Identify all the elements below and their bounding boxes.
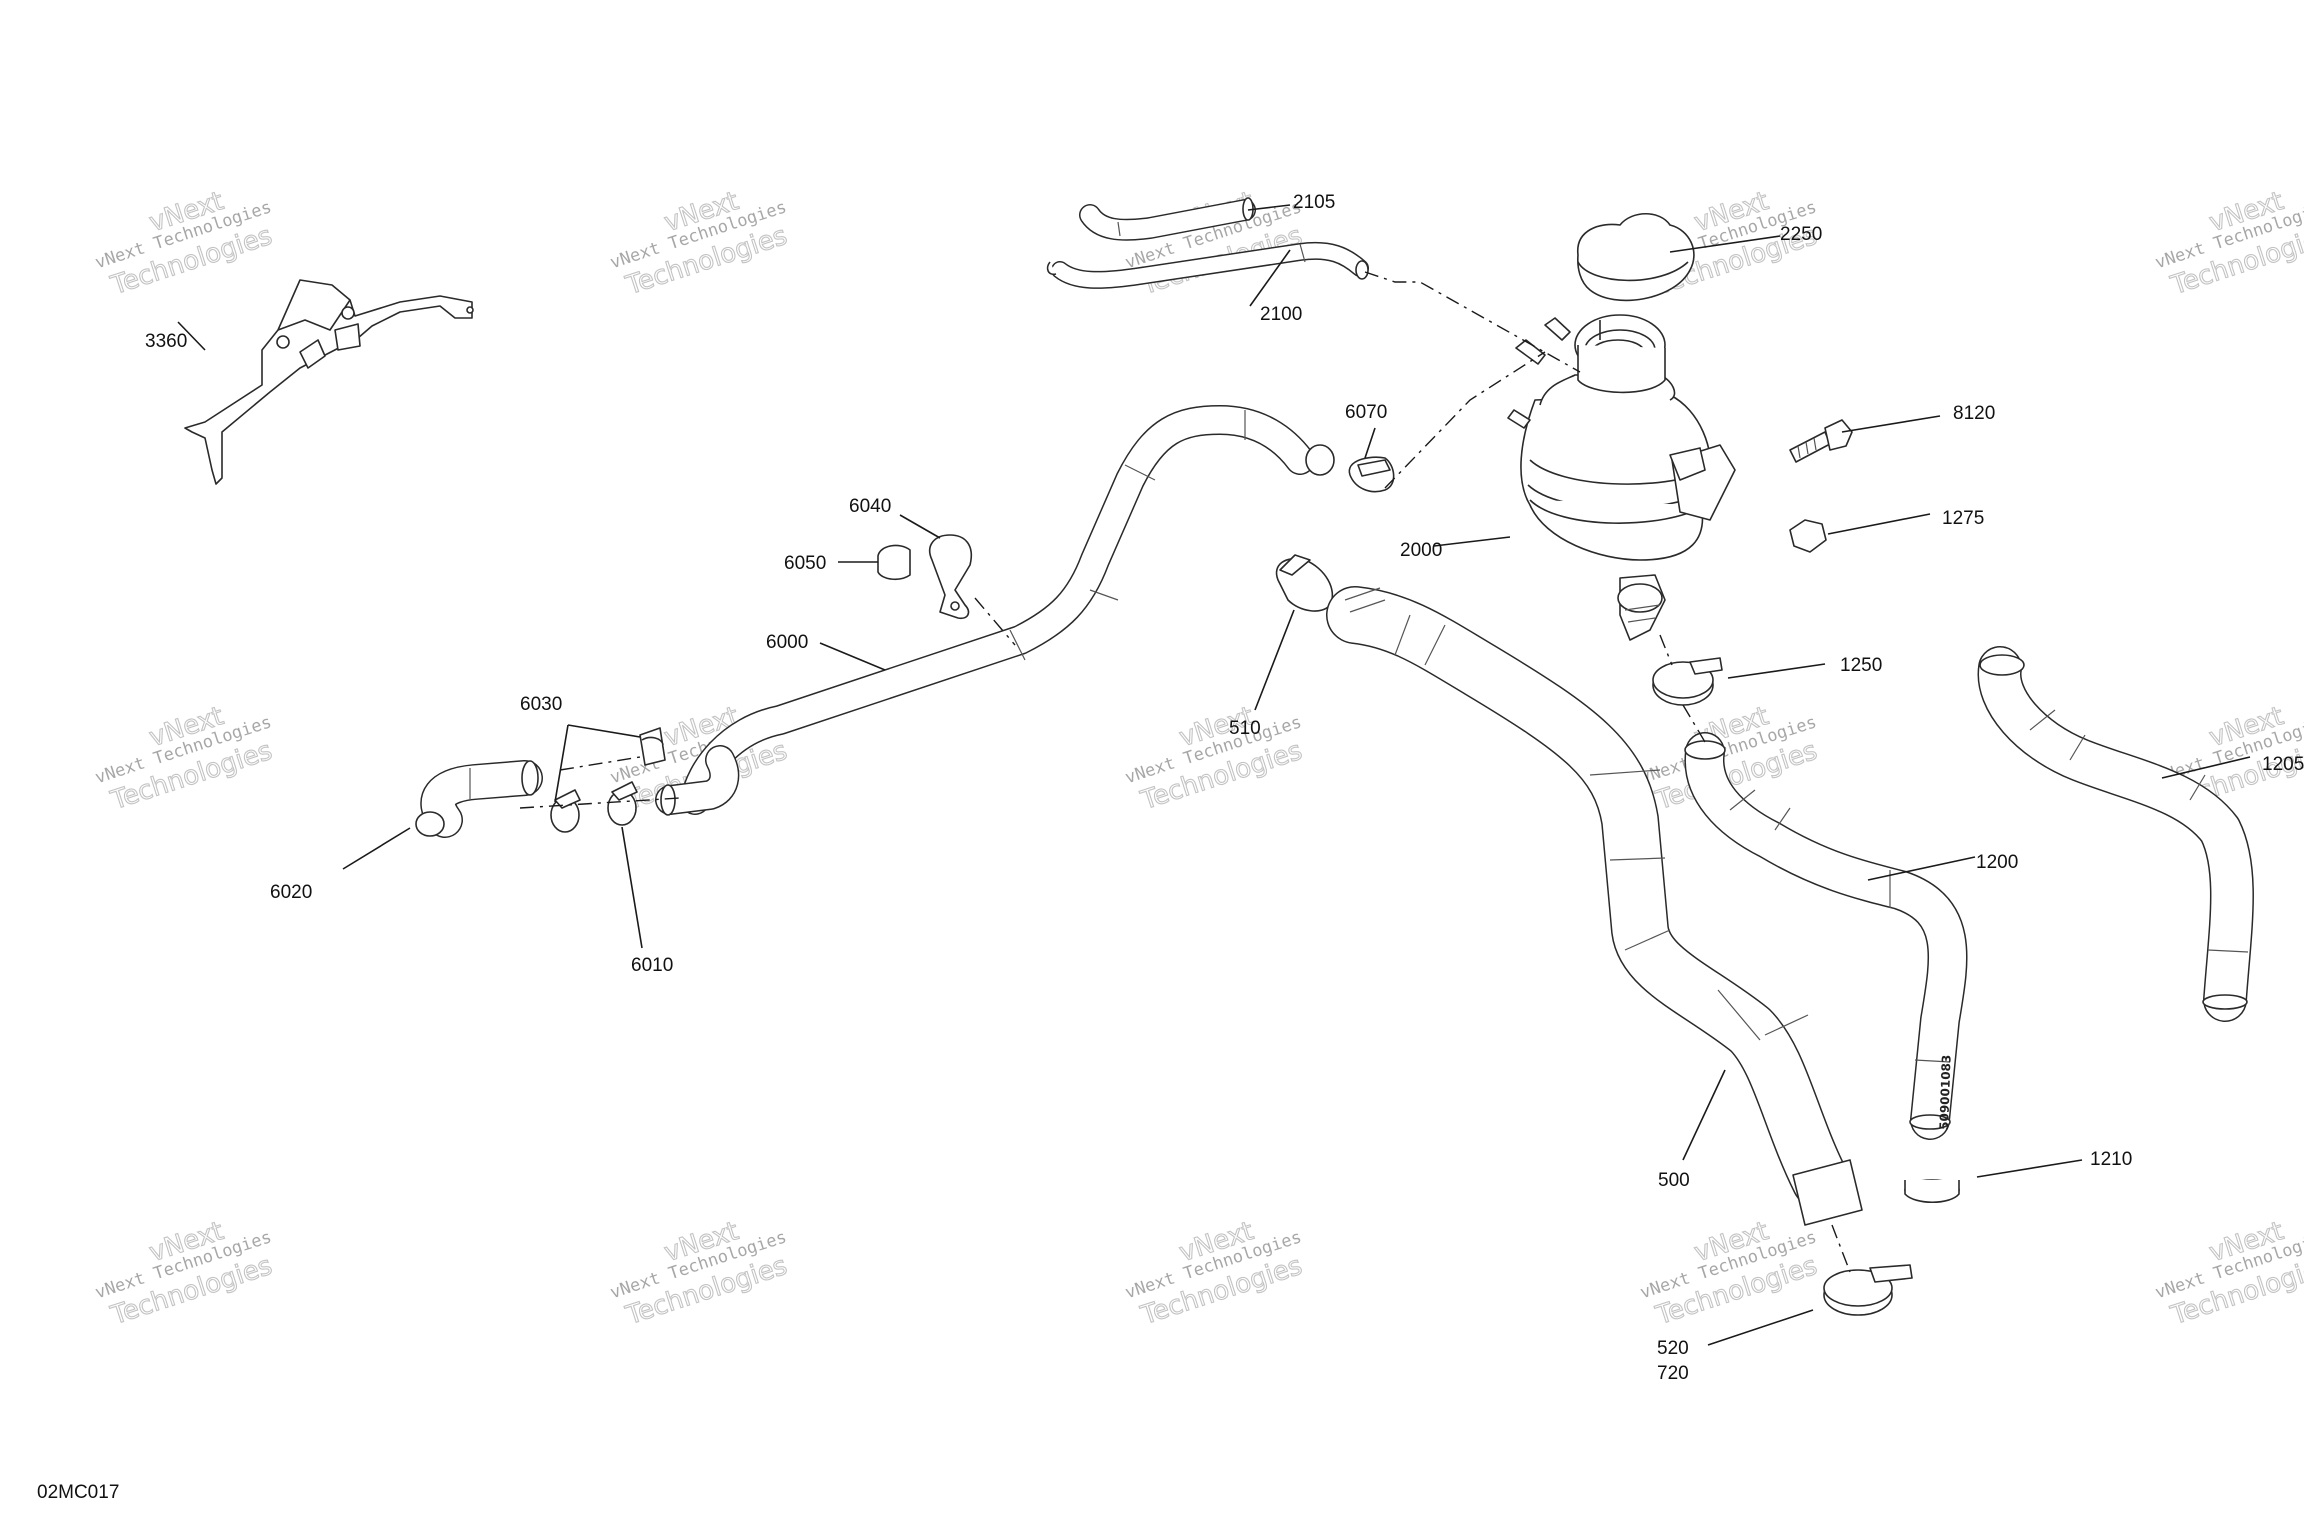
part-2000-expansion-tank xyxy=(1507,314,1736,641)
callout-2105: 2105 xyxy=(1293,192,1335,213)
callout-6070: 6070 xyxy=(1345,402,1387,423)
part-2250-cap xyxy=(1577,213,1695,302)
callout-510: 510 xyxy=(1229,718,1261,739)
callout-labels: 3360 2105 2100 2250 6070 8120 6040 6050 … xyxy=(145,192,2304,1384)
callout-1275: 1275 xyxy=(1942,508,1984,529)
part-1210-clamp xyxy=(1904,1179,1960,1203)
callout-6030: 6030 xyxy=(520,694,562,715)
part-6000-coolant-pipe xyxy=(680,405,1335,815)
part-6030-clamp xyxy=(639,727,666,766)
alignment-lines xyxy=(519,271,1851,1273)
part-8120-screw xyxy=(1789,419,1853,463)
callout-1210: 1210 xyxy=(2090,1149,2132,1170)
leader-lines xyxy=(177,204,2251,1346)
part-2105-breather-hose xyxy=(1079,197,1256,241)
callout-2000: 2000 xyxy=(1400,540,1442,561)
part-6010-clamp-a xyxy=(550,789,581,833)
callout-6020: 6020 xyxy=(270,882,312,903)
callout-6000: 6000 xyxy=(766,632,808,653)
callout-1200: 1200 xyxy=(1976,852,2018,873)
part-1275-nut xyxy=(1789,519,1827,553)
part-6040-p-clip xyxy=(928,534,972,620)
part-1200-hose: 509001083 xyxy=(1684,732,1968,1140)
part-500-radiator-hose xyxy=(1326,586,1863,1226)
part-510-clamp xyxy=(1275,554,1334,612)
part-3360-bracket xyxy=(184,279,474,485)
callout-6010: 6010 xyxy=(631,955,673,976)
callout-500: 500 xyxy=(1658,1170,1690,1191)
callout-2250: 2250 xyxy=(1780,224,1822,245)
part-1205-hose xyxy=(1977,646,2254,1022)
callout-3360: 3360 xyxy=(145,331,187,352)
hose-print-label: 509001083 xyxy=(1937,1055,1954,1131)
callout-2100: 2100 xyxy=(1260,304,1302,325)
part-6050-grommet xyxy=(877,544,911,581)
callout-1250: 1250 xyxy=(1840,655,1882,676)
callout-520: 520 xyxy=(1657,1338,1689,1359)
part-520-720-clamp xyxy=(1823,1264,1913,1316)
part-1250-clamp xyxy=(1652,657,1723,706)
callout-720: 720 xyxy=(1657,1363,1689,1384)
part-6010-clamp-b xyxy=(607,781,638,826)
part-6020-elbow xyxy=(415,760,543,838)
callout-6050: 6050 xyxy=(784,553,826,574)
part-6070-clamp xyxy=(1348,456,1395,493)
part-6000-elbow-end xyxy=(655,745,740,816)
diagram-reference-code: 02MC017 xyxy=(37,1482,119,1503)
part-2100-breather-hose xyxy=(1046,241,1369,289)
callout-6040: 6040 xyxy=(849,496,891,517)
callout-1205: 1205 xyxy=(2262,754,2304,775)
callout-8120: 8120 xyxy=(1953,403,1995,424)
